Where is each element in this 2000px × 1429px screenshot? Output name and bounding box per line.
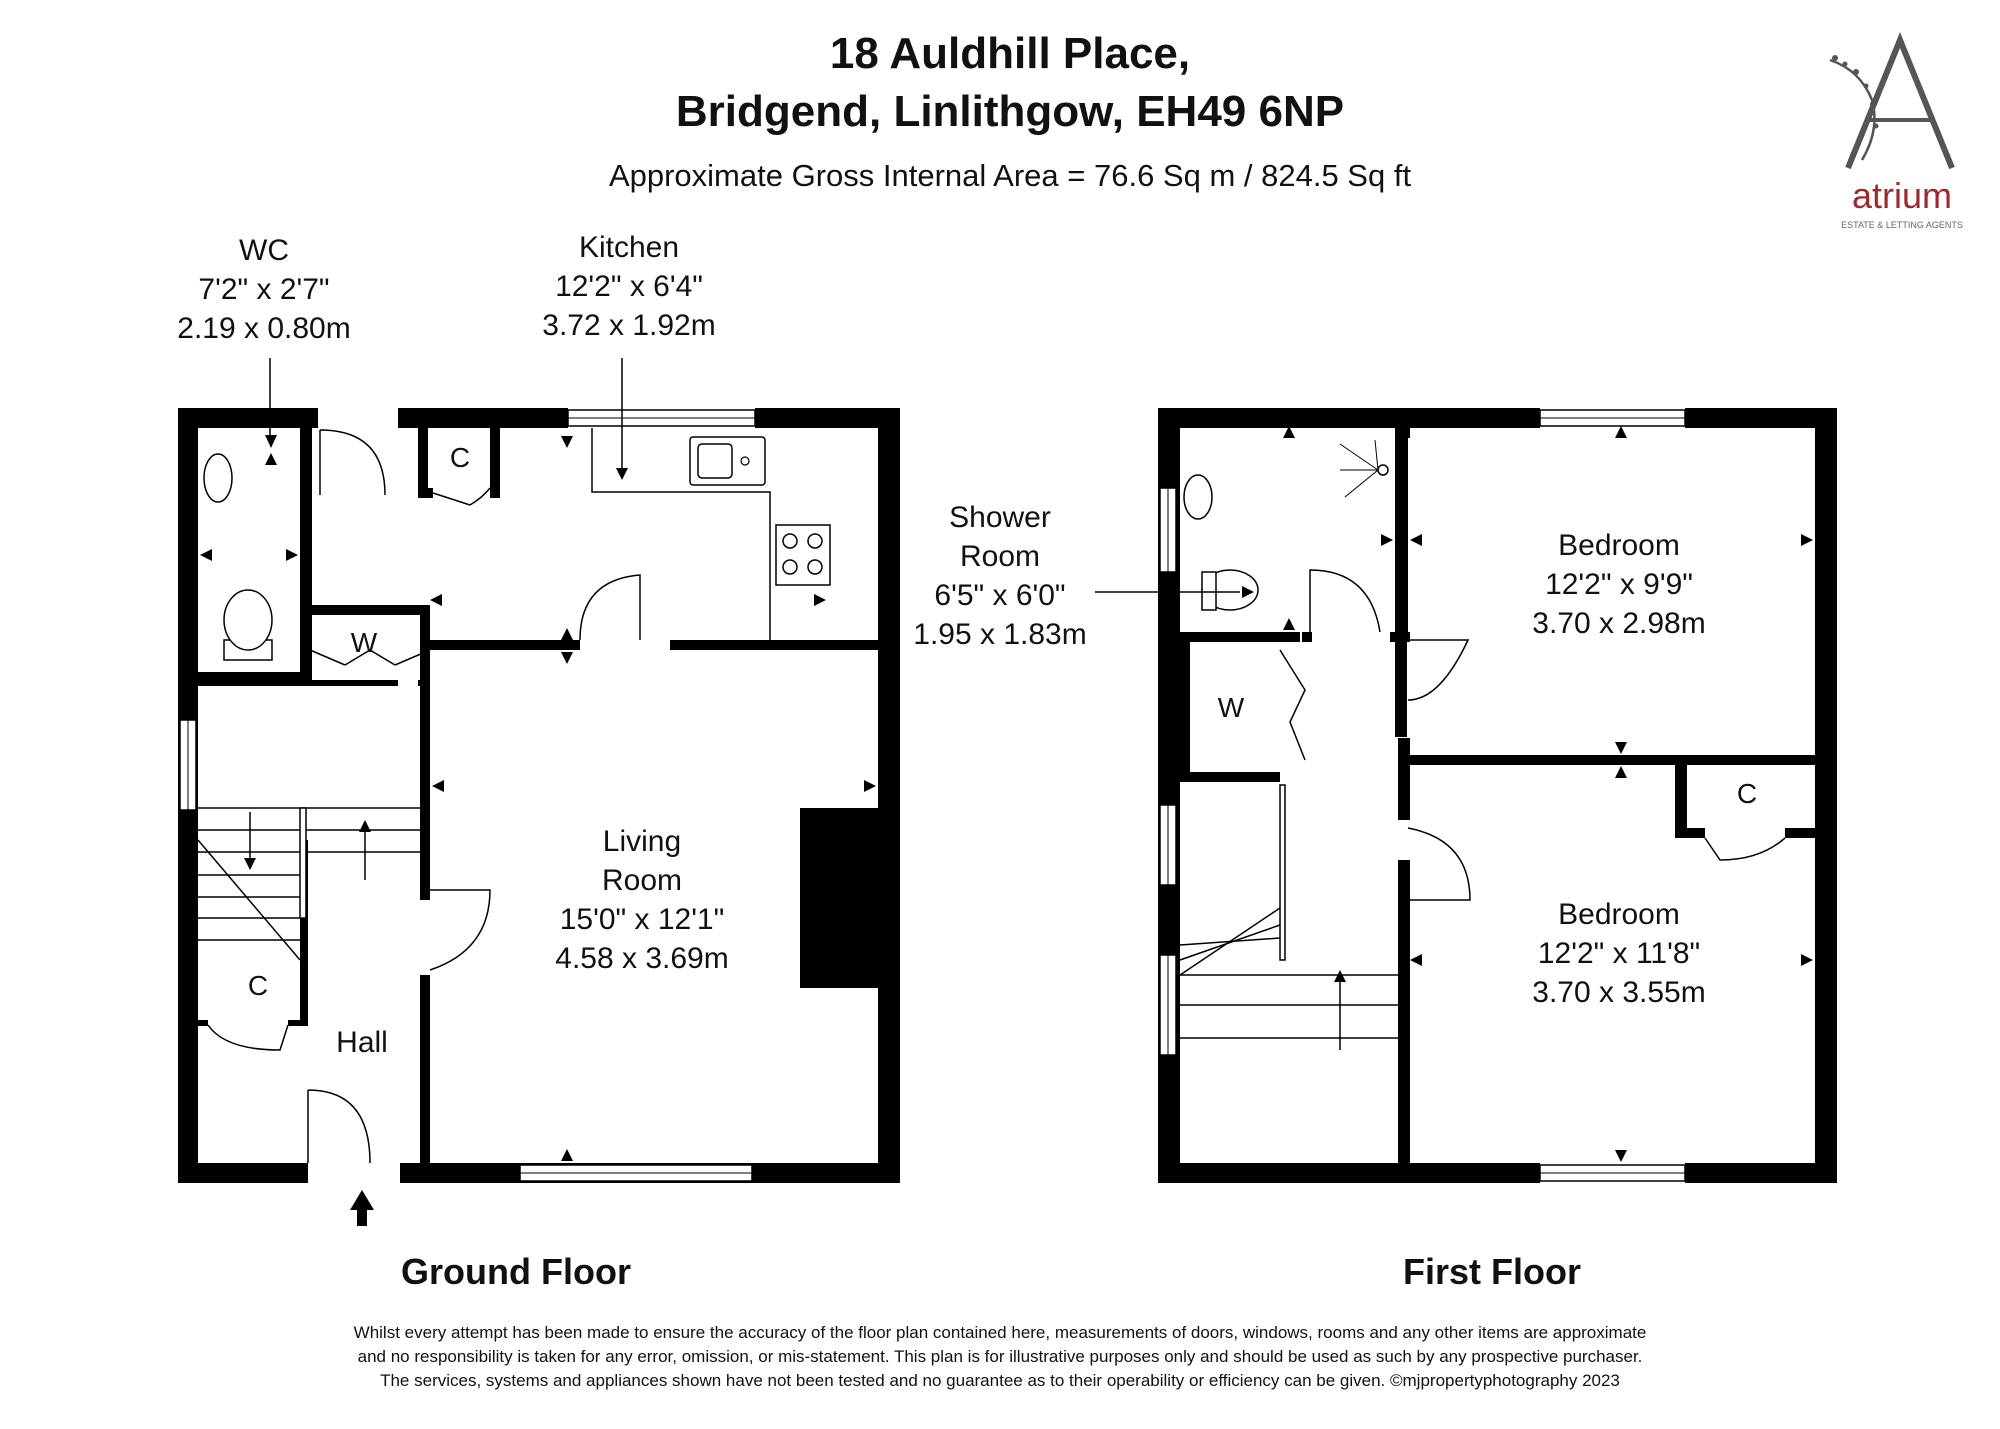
logo-tagline: ESTATE & LETTING AGENTS bbox=[1841, 220, 1963, 230]
logo-name: atrium bbox=[1852, 175, 1952, 216]
living-room-door bbox=[429, 889, 491, 971]
kitchen-imperial: 12'2" x 6'4" bbox=[555, 270, 703, 303]
disclaimer-line-1: Whilst every attempt has been made to en… bbox=[354, 1323, 1647, 1342]
logo-branch-icon bbox=[1829, 58, 1876, 161]
address-line-2: Bridgend, Linlithgow, EH49 6NP bbox=[676, 87, 1344, 136]
bedroom-2-door bbox=[1407, 827, 1471, 901]
first-floor-title: First Floor bbox=[1403, 1251, 1581, 1292]
front-door bbox=[307, 1089, 371, 1164]
hall-name: Hall bbox=[336, 1026, 388, 1059]
ground-floor-title: Ground Floor bbox=[401, 1251, 631, 1292]
measure-arrows-ground bbox=[200, 435, 876, 1226]
kitchen-name: Kitchen bbox=[579, 231, 679, 264]
living-room-name-2: Room bbox=[602, 864, 682, 897]
shower-room-door bbox=[1309, 569, 1381, 640]
ground-floor-plan: WC 7'2" x 2'7" 2.19 x 0.80m Kitchen 12'2… bbox=[177, 231, 900, 1292]
bedroom-1-imperial: 12'2" x 9'9" bbox=[1545, 568, 1693, 601]
address-line-1: 18 Auldhill Place, bbox=[830, 29, 1190, 78]
hob-icon bbox=[775, 524, 831, 586]
disclaimer-line-2: and no responsibility is taken for any e… bbox=[358, 1347, 1643, 1366]
living-room-imperial: 15'0" x 12'1" bbox=[560, 903, 725, 936]
bedroom-2-imperial: 12'2" x 11'8" bbox=[1538, 937, 1700, 970]
wc-door bbox=[319, 429, 386, 496]
wc-imperial: 7'2" x 2'7" bbox=[198, 273, 329, 306]
wardrobe-doors bbox=[309, 649, 431, 666]
kitchen-cupboard-label: C bbox=[450, 442, 470, 473]
bedroom-cupboard-label: C bbox=[1737, 778, 1757, 809]
bedroom-cupboard-door bbox=[1704, 837, 1786, 861]
bedroom-1-metric: 3.70 x 2.98m bbox=[1532, 607, 1705, 640]
bedroom-2-name: Bedroom bbox=[1558, 898, 1680, 931]
bedroom-1-name: Bedroom bbox=[1558, 529, 1680, 562]
first-stairs bbox=[1179, 907, 1398, 1050]
shower-room-basin-icon bbox=[1183, 474, 1213, 520]
first-wardrobe-label: W bbox=[1218, 692, 1245, 723]
kitchen-worktop bbox=[591, 428, 771, 640]
shower-room-name-2: Room bbox=[960, 540, 1040, 573]
living-room-metric: 4.58 x 3.69m bbox=[555, 942, 728, 975]
shower-room-imperial: 6'5" x 6'0" bbox=[934, 579, 1065, 612]
living-room-name-1: Living bbox=[603, 825, 681, 858]
first-wardrobe-doors bbox=[1279, 649, 1306, 761]
bedroom-1-door bbox=[1407, 639, 1470, 701]
measure-arrows-first bbox=[1283, 426, 1813, 1162]
toilet-icon bbox=[223, 589, 273, 651]
ground-wardrobe-label: W bbox=[351, 627, 378, 658]
stair-cupboard-door bbox=[207, 1024, 289, 1051]
wc-name: WC bbox=[239, 234, 289, 267]
ground-stairs bbox=[197, 807, 420, 961]
gross-internal-area: Approximate Gross Internal Area = 76.6 S… bbox=[609, 158, 1412, 193]
shower-room-metric: 1.95 x 1.83m bbox=[913, 618, 1086, 651]
chimney-breast bbox=[800, 808, 880, 988]
kitchen-metric: 3.72 x 1.92m bbox=[542, 309, 715, 342]
kitchen-door bbox=[579, 574, 641, 641]
first-floor-plan: Shower Room 6'5" x 6'0" 1.95 x 1.83m Bed… bbox=[913, 408, 1837, 1292]
shower-room-name-1: Shower bbox=[949, 501, 1051, 534]
shower-head-icon bbox=[1339, 439, 1389, 498]
logo-letter-a-icon bbox=[1845, 32, 1955, 170]
atrium-logo: atrium ESTATE & LETTING AGENTS bbox=[1829, 32, 1963, 230]
disclaimer-line-3: The services, systems and appliances sho… bbox=[380, 1371, 1620, 1390]
wc-basin-icon bbox=[203, 453, 233, 503]
wc-metric: 2.19 x 0.80m bbox=[177, 312, 350, 345]
bedroom-2-metric: 3.70 x 3.55m bbox=[1532, 976, 1705, 1009]
stair-cupboard-label: C bbox=[248, 970, 268, 1001]
